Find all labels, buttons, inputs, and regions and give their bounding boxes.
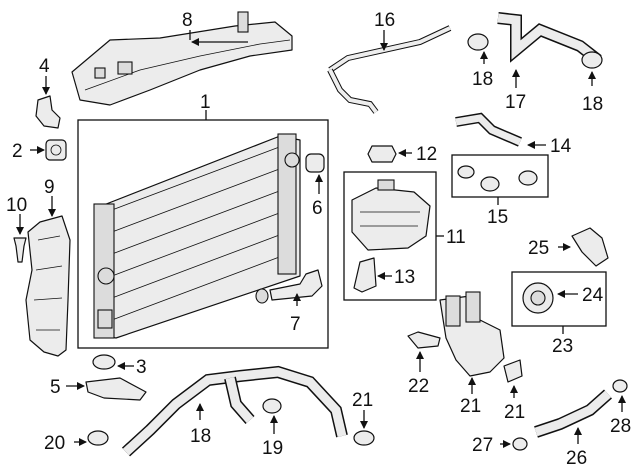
callout-4: 4: [39, 56, 50, 77]
callout-23: 21: [504, 402, 525, 423]
part-water-outlet: [571, 227, 609, 267]
callout-16: 16: [374, 10, 395, 31]
part-o-ring-left: [512, 437, 528, 451]
callout-6: 6: [312, 198, 323, 219]
part-side-air-baffle: [25, 215, 71, 357]
part-hose-clamp-left: [467, 33, 489, 51]
part-grommet: [45, 139, 67, 161]
callout-25: 23: [552, 336, 573, 357]
callout-14: 14: [550, 136, 572, 157]
part-lower-mount: [92, 354, 116, 370]
part-hose-clamp-right: [581, 51, 603, 69]
callout-18b: 18: [582, 94, 603, 115]
callout-10: 10: [6, 195, 27, 216]
callout-17: 17: [505, 92, 526, 113]
part-o-ring-right: [612, 379, 628, 393]
part-coolant-pipe: [534, 389, 612, 438]
part-heater-hose: [497, 12, 602, 65]
callout-1: 1: [200, 92, 211, 113]
part-lower-clamp: [262, 398, 282, 414]
part-radiator-group-box: [77, 119, 329, 349]
callout-15: 15: [487, 207, 508, 228]
part-hose-clamp-lower-left: [87, 430, 109, 446]
part-thermostat-group-box: [511, 271, 607, 327]
part-reservoir-hose: [353, 257, 377, 293]
part-thermostat-housing: [439, 291, 505, 377]
part-clamp-kit: [457, 165, 538, 192]
part-hose-clamp-lower-right: [353, 430, 375, 446]
part-lower-hose: [121, 365, 348, 457]
callout-8: 8: [182, 10, 193, 31]
callout-26: 24: [582, 285, 604, 306]
callout-11: 11: [446, 227, 466, 248]
part-coolant-reservoir: [351, 179, 431, 251]
callout-7: 7: [290, 314, 301, 335]
part-clamp-kit-box: [451, 154, 549, 198]
callout-5: 5: [50, 377, 61, 398]
part-upper-hose: [327, 25, 452, 114]
callout-19: 18: [190, 426, 211, 447]
callout-21b: 21: [352, 390, 373, 411]
callout-24: 22: [408, 376, 429, 397]
callout-20: 19: [262, 438, 283, 459]
part-gasket: [503, 359, 523, 383]
part-reservoir-cap: [367, 145, 397, 163]
callout-2: 2: [12, 141, 23, 162]
callout-12: 12: [416, 144, 437, 165]
part-push-pin: [13, 237, 27, 263]
part-bolt: [407, 331, 441, 349]
part-thermostat: [522, 282, 554, 314]
part-air-deflector-upper: [71, 11, 293, 106]
callout-29a: 27: [472, 435, 493, 456]
part-bypass-hose: [455, 112, 522, 147]
callout-13: 13: [394, 267, 415, 288]
callout-3: 3: [136, 357, 147, 378]
callout-27: 25: [528, 238, 549, 259]
callout-9: 9: [44, 177, 55, 198]
callout-22: 21: [460, 396, 481, 417]
part-radiator: [93, 133, 301, 339]
callout-28: 26: [566, 448, 587, 469]
callout-29b: 28: [610, 416, 631, 437]
part-drain-cap: [305, 153, 325, 173]
part-bracket: [35, 95, 61, 129]
part-lower-bracket: [85, 377, 147, 401]
part-drain-valve: [255, 269, 323, 304]
callout-18a: 18: [472, 69, 493, 90]
callout-21a: 20: [44, 433, 65, 454]
